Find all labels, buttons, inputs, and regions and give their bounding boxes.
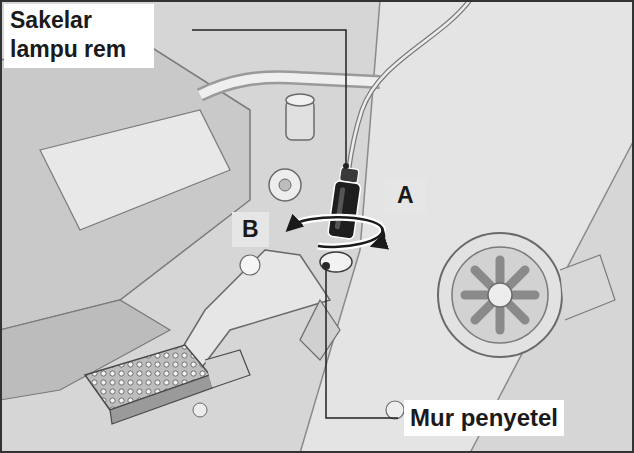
frame-panel (300, 0, 634, 453)
direction-label: B (242, 215, 259, 244)
rotation-arrow-b (292, 217, 383, 247)
rotation-arrow-halo (292, 217, 383, 247)
cover-ring (452, 247, 548, 343)
round-cover (438, 233, 562, 357)
direction-label-box: B (232, 212, 269, 247)
leader-line-nut (326, 270, 398, 418)
part-label: Mur penyetel (410, 403, 558, 433)
footpeg-mount (205, 350, 250, 388)
cover-hub (488, 283, 512, 307)
pedal-bolt (240, 255, 260, 275)
brake-light-switch (328, 167, 363, 240)
footpeg-pin (193, 403, 207, 417)
rotation-arrow-a (378, 228, 384, 244)
direction-label: A (397, 181, 414, 210)
cover-lug (560, 255, 615, 320)
switch-bracket (300, 300, 340, 360)
frame-tube (200, 77, 380, 95)
frame-bolt (386, 401, 404, 419)
pivot-center (279, 179, 291, 191)
leader-dot-switch (343, 163, 349, 169)
heel-guard (40, 110, 230, 230)
part-label: Sakelar lampu rem (10, 6, 148, 64)
brake-hose-highlight (348, 0, 470, 175)
direction-label-box: A (385, 178, 426, 213)
leader-line-switch (192, 30, 346, 164)
footpeg-side (110, 375, 212, 424)
adjusting-nut (320, 252, 352, 272)
pedal-pivot (269, 169, 301, 201)
part-label-box: Sakelar lampu rem (4, 4, 154, 68)
bolt-head (286, 94, 314, 106)
frame-tube-highlight (200, 77, 380, 95)
brake-hose (348, 0, 470, 175)
brake-pedal-arm (175, 250, 330, 370)
nut-marker-dot (322, 262, 330, 270)
cover-spokes (465, 260, 535, 330)
part-label-box: Mur penyetel (404, 400, 564, 436)
